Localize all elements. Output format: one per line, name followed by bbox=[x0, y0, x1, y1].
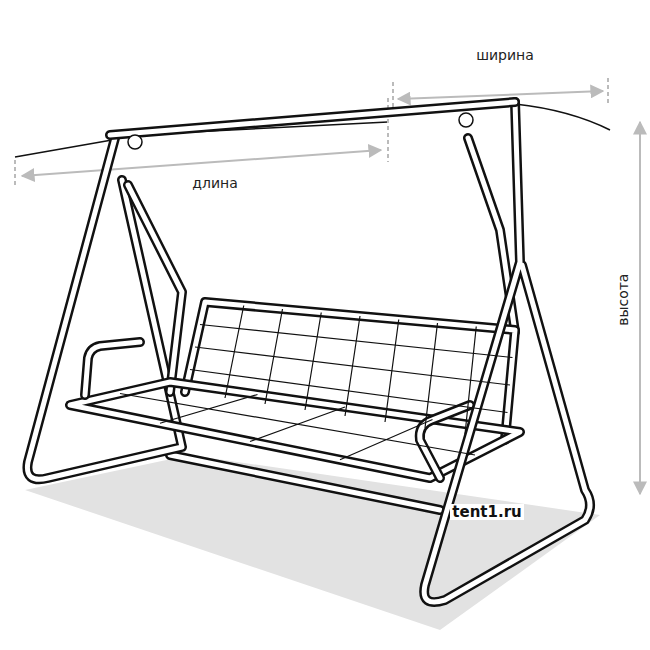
width-dimension: ширина bbox=[476, 48, 534, 63]
watermark: tent1.ru bbox=[450, 504, 523, 521]
floor-shadow bbox=[25, 455, 600, 630]
bench-grid bbox=[120, 306, 513, 460]
length-dimension: длина bbox=[192, 176, 237, 191]
dimension-lines bbox=[15, 78, 640, 494]
swing-frame bbox=[27, 102, 590, 602]
height-dimension: высота bbox=[616, 274, 631, 326]
